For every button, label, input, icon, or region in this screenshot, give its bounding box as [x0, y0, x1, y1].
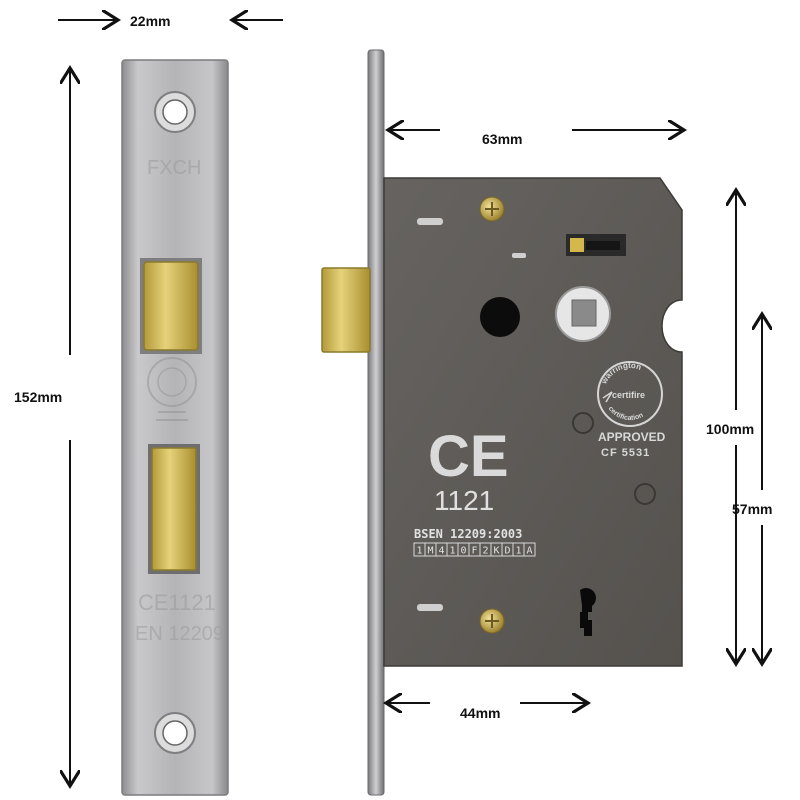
case-screw-bottom: [479, 608, 505, 634]
side-latch: [321, 267, 371, 353]
dim-label-centres: 57mm: [732, 501, 772, 517]
classification-char: F: [472, 546, 478, 557]
classification-char: 4: [439, 546, 445, 557]
case-slot-top-left: [417, 218, 443, 225]
classification-char: K: [494, 546, 500, 557]
faceplate-top-screw-hole: [154, 91, 196, 133]
classification-char: 1: [417, 546, 423, 557]
certificate-number: CF 5531: [601, 447, 650, 459]
dim-label-faceplate-height: 152mm: [14, 389, 62, 405]
seal-mid-text: certifire: [612, 390, 645, 400]
classification-char: 1: [516, 546, 522, 557]
classification-char: A: [527, 546, 533, 557]
faceplate-ce-line: CE1121: [138, 590, 216, 615]
classification-char: 0: [461, 546, 467, 557]
case-spindle-follower: [555, 286, 611, 342]
case-screw-top: [479, 196, 505, 222]
dim-label-faceplate-width: 22mm: [130, 13, 170, 29]
case-rivet: [572, 412, 594, 434]
faceplate-deadbolt: [148, 444, 200, 574]
dim-label-keyhole-backset: 44mm: [460, 705, 500, 721]
case-lever-window: [566, 234, 626, 256]
standard-text: BSEN 12209:2003: [414, 527, 522, 541]
faceplate-brand: FXCH: [147, 157, 201, 179]
case-slot-small: [512, 253, 526, 258]
notified-body-number: 1121: [434, 485, 494, 516]
classification-char: M: [428, 546, 434, 557]
faceplate-emblem: [147, 357, 197, 421]
classification-char: 2: [483, 546, 489, 557]
case-rivet: [634, 483, 656, 505]
case-round-hole: [480, 297, 520, 337]
dim-label-case-height: 100mm: [706, 421, 754, 437]
classification-char: 1: [450, 546, 456, 557]
dimension-annotations: [58, 20, 762, 786]
faceplate-en-line: EN 12209: [135, 623, 224, 645]
keyhole: [580, 587, 596, 636]
dim-label-backset: 63mm: [482, 131, 522, 147]
forend-edge: [367, 49, 385, 796]
approved-text: APPROVED: [598, 430, 666, 444]
classification-box: [523, 542, 536, 557]
classification-char: D: [505, 546, 511, 557]
faceplate-latch: [140, 258, 202, 354]
case-slot-bottom-left: [417, 604, 443, 611]
lock-body-side-view: warrington certifire certification APPRO…: [321, 49, 683, 796]
ce-mark: CE: [428, 424, 509, 489]
lock-case: [383, 177, 683, 667]
faceplate: FXCH CE1121 EN 12209: [121, 59, 229, 796]
faceplate-bottom-screw-hole: [154, 712, 196, 754]
